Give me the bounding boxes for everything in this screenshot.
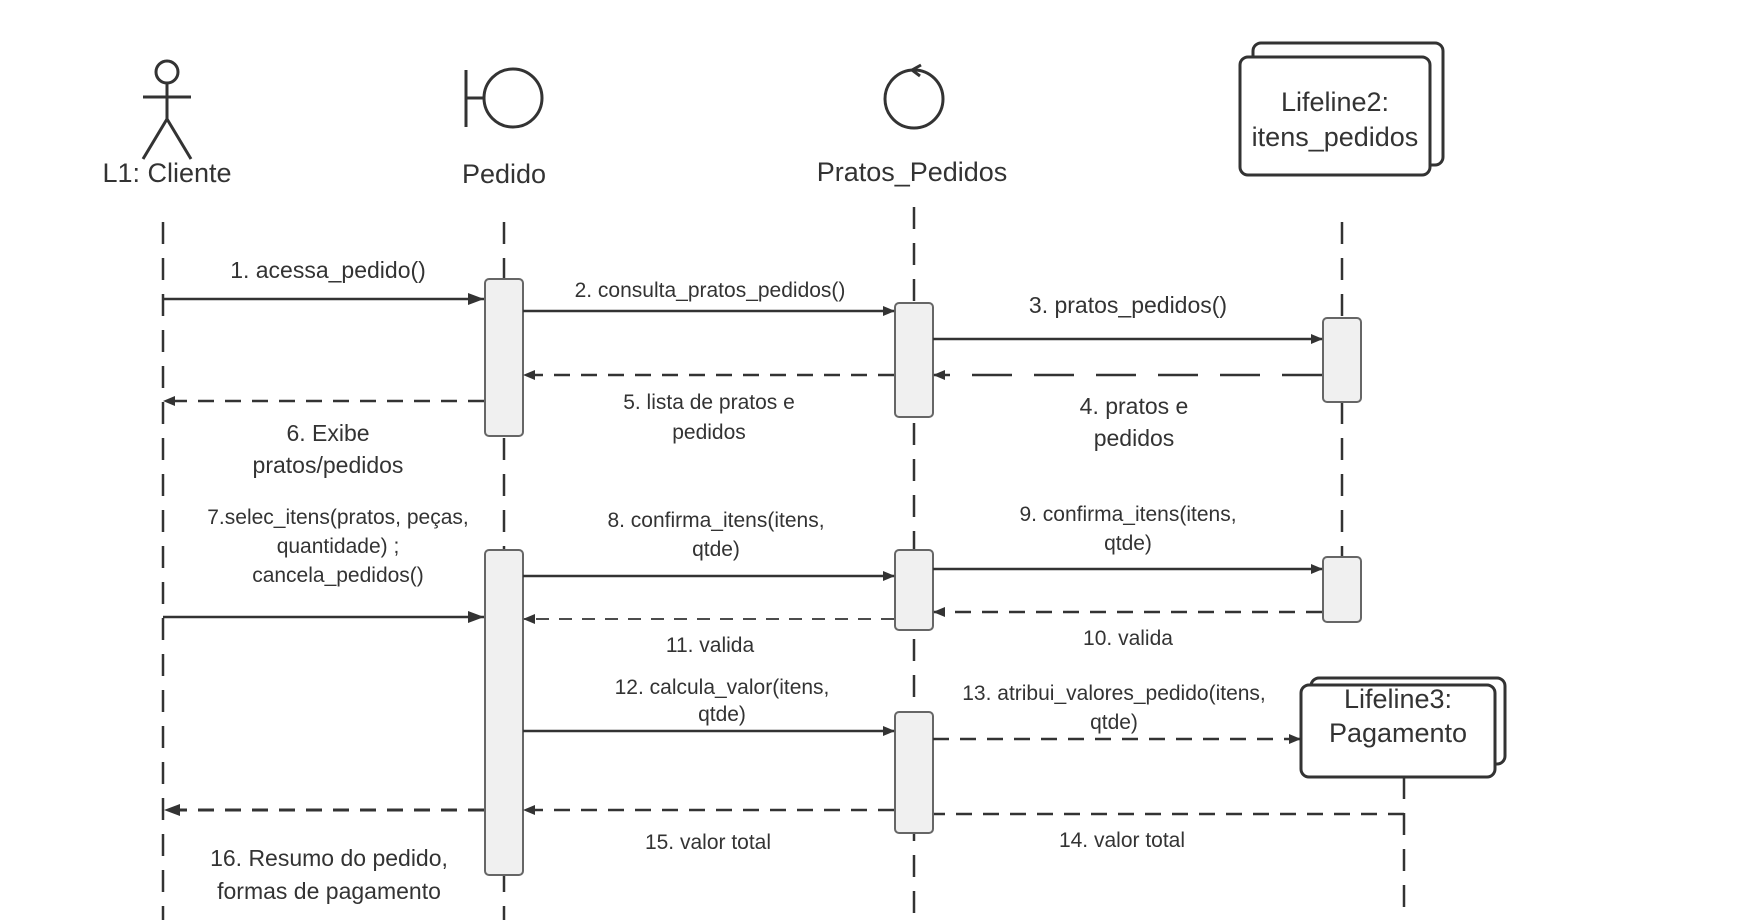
message-label: qtde)	[692, 538, 740, 561]
lifeline-head-cliente[interactable]: L1: Cliente	[102, 59, 232, 188]
message-label: formas de pagamento	[217, 878, 441, 904]
activation-pratos-2[interactable]	[894, 549, 934, 631]
message-label: 6. Exibe	[286, 420, 369, 446]
message-label: 9. confirma_itens(itens,	[1019, 503, 1236, 526]
message-label: 7.selec_itens(pratos, peças,	[207, 506, 468, 529]
message-6[interactable]: 6. Exibe pratos/pedidos	[163, 396, 484, 478]
message-label: qtde)	[698, 703, 746, 726]
message-label: pedidos	[672, 421, 746, 444]
message-label: 12. calcula_valor(itens,	[615, 676, 830, 699]
message-label: 4. pratos e	[1080, 393, 1189, 419]
message-label: 1. acessa_pedido()	[230, 257, 426, 283]
lifeline-head-pedido[interactable]: Pedido	[462, 67, 546, 189]
message-8[interactable]: 8. confirma_itens(itens, qtde)	[523, 509, 895, 581]
activation-pedido-2[interactable]	[484, 549, 524, 876]
object-box	[1299, 683, 1497, 779]
message-13[interactable]: 13. atribui_valores_pedido(itens, qtde)	[933, 682, 1301, 744]
lifeline-label-pagamento-line1: Lifeline3:	[1344, 684, 1452, 714]
message-label: 11. valida	[666, 634, 755, 657]
message-12[interactable]: 12. calcula_valor(itens, qtde)	[523, 676, 895, 736]
message-label: pratos/pedidos	[253, 452, 404, 478]
message-5[interactable]: 5. lista de pratos e pedidos	[523, 370, 894, 444]
message-10[interactable]: 10. valida	[933, 607, 1322, 650]
boundary-icon	[464, 67, 544, 129]
message-label: 10. valida	[1083, 627, 1173, 650]
message-label: 3. pratos_pedidos()	[1029, 292, 1227, 318]
message-9[interactable]: 9. confirma_itens(itens, qtde)	[933, 503, 1323, 574]
message-label: 16. Resumo do pedido,	[210, 845, 448, 871]
message-label: 13. atribui_valores_pedido(itens,	[962, 682, 1266, 705]
lifeline-label-pagamento-line2: Pagamento	[1329, 718, 1467, 748]
object-box	[1238, 55, 1432, 177]
activation-pratos-3[interactable]	[894, 711, 934, 834]
message-label: cancela_pedidos()	[252, 564, 424, 587]
message-label: 14. valor total	[1059, 829, 1185, 852]
actor-icon	[141, 59, 193, 160]
lifeline-label-pratos: Pratos_Pedidos	[817, 157, 1008, 187]
message-label: 8. confirma_itens(itens,	[607, 509, 824, 532]
lifeline-label-pedido: Pedido	[462, 159, 546, 189]
activation-itens-1[interactable]	[1322, 317, 1362, 403]
lifeline-head-itens[interactable]: Lifeline2: itens_pedidos	[1238, 41, 1445, 177]
activation-pedido-1[interactable]	[484, 278, 524, 437]
message-3[interactable]: 3. pratos_pedidos()	[933, 292, 1323, 344]
message-label: quantidade) ;	[277, 535, 400, 558]
lifeline-label-itens-line1: Lifeline2:	[1281, 87, 1389, 117]
lifeline-head-pagamento[interactable]: Lifeline3: Pagamento	[1299, 676, 1507, 779]
message-11[interactable]: 11. valida	[523, 614, 894, 657]
message-label: pedidos	[1094, 425, 1175, 451]
message-label: qtde)	[1104, 532, 1152, 555]
lifeline-label-cliente: L1: Cliente	[102, 158, 231, 188]
message-label: 2. consulta_pratos_pedidos()	[575, 279, 846, 302]
message-7[interactable]: 7.selec_itens(pratos, peças, quantidade)…	[163, 506, 484, 623]
message-16[interactable]: 16. Resumo do pedido, formas de pagament…	[164, 804, 484, 904]
message-4[interactable]: 4. pratos e pedidos	[933, 370, 1322, 451]
control-icon	[883, 63, 945, 130]
message-14[interactable]: 14. valor total	[934, 812, 1404, 852]
activation-pratos-1[interactable]	[894, 302, 934, 418]
message-15[interactable]: 15. valor total	[523, 805, 894, 854]
message-label: 15. valor total	[645, 831, 771, 854]
lifeline-head-pratos[interactable]: Pratos_Pedidos	[817, 63, 1008, 187]
lifeline-label-itens-line2: itens_pedidos	[1252, 122, 1419, 152]
message-label: 5. lista de pratos e	[623, 391, 795, 414]
message-2[interactable]: 2. consulta_pratos_pedidos()	[523, 279, 895, 316]
activation-itens-2[interactable]	[1322, 556, 1362, 623]
message-label: qtde)	[1090, 711, 1138, 734]
message-1[interactable]: 1. acessa_pedido()	[163, 257, 484, 305]
